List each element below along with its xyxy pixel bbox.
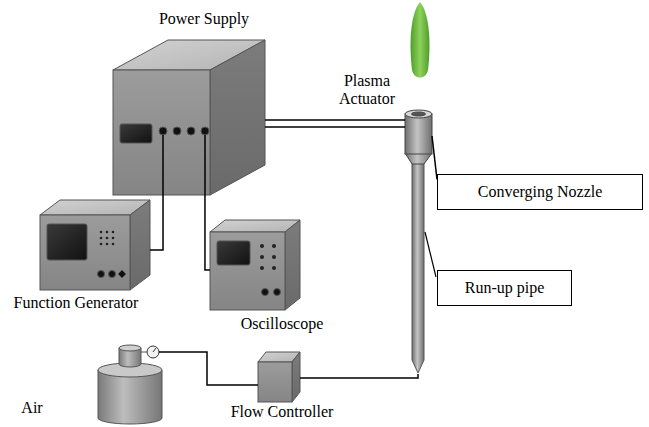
wire-line (150, 195, 163, 250)
converging-nozzle-body (405, 110, 432, 164)
callout-box: Converging Nozzle (437, 174, 643, 210)
wire-line (432, 136, 437, 179)
wire-line (205, 195, 210, 270)
plasma-plume (411, 2, 430, 78)
wire (150, 195, 163, 250)
flow-controller-body (258, 352, 300, 402)
device-label: Power Supply (159, 10, 249, 28)
power-supply-body (113, 40, 265, 195)
air-cylinder (98, 345, 162, 424)
plasma-actuator: Plasma Actuator (405, 112, 432, 160)
wire-stub (204, 135, 206, 195)
power-supply: Power Supply (113, 40, 265, 195)
air-supply: Air (95, 338, 159, 424)
wire (432, 136, 437, 179)
callout-text: Run-up pipe (465, 279, 545, 297)
wire-line (265, 126, 405, 128)
oscilloscope-body (210, 220, 300, 310)
device-label: Function Generator (14, 294, 139, 312)
wire-line (265, 119, 405, 121)
wire (205, 195, 210, 270)
wire-stub (162, 135, 164, 195)
callout-box: Run-up pipe (437, 270, 572, 306)
run-up-pipe (412, 160, 424, 373)
leader-line (425, 232, 436, 277)
device-label: Flow Controller (231, 403, 334, 421)
callout-text: Converging Nozzle (478, 183, 603, 201)
flow-controller: Flow Controller (258, 352, 300, 402)
device-label: Plasma Actuator (328, 72, 406, 109)
oscilloscope: Oscilloscope (210, 220, 300, 310)
wire-line (159, 352, 258, 385)
wire (265, 120, 405, 127)
device-label: Oscilloscope (241, 315, 324, 333)
device-label: Air (21, 399, 42, 417)
function-generator-body (40, 200, 150, 290)
air-line (300, 374, 418, 378)
function-generator: Function Generator (40, 200, 150, 290)
wire (159, 352, 258, 385)
